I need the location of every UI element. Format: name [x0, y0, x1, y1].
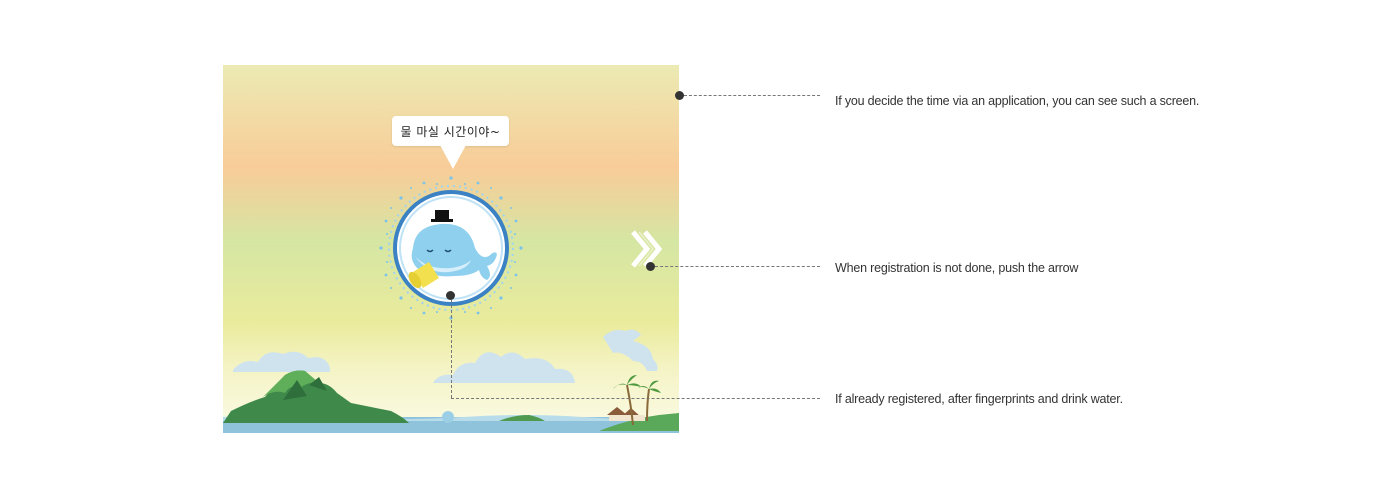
mascot-badge[interactable] [379, 176, 523, 325]
speech-bubble: 물 마실 시간이야~ [392, 116, 509, 146]
island-scenery [223, 329, 679, 433]
schedule-marker-dot [675, 91, 684, 100]
next-arrow-button[interactable] [631, 230, 665, 273]
drink-leader-line [451, 398, 820, 399]
arrow-leader-line [655, 266, 820, 267]
drink-marker-dot [446, 291, 455, 300]
schedule-note: If you decide the time via an applicatio… [835, 94, 1200, 108]
whale-mascot-icon [408, 210, 497, 289]
double-chevron-right-icon [631, 230, 663, 268]
drink-leader-vertical [451, 300, 452, 398]
app-screen: 물 마실 시간이야~ [223, 65, 679, 433]
arrow-note: When registration is not done, push the … [835, 261, 1079, 275]
speech-bubble-text: 물 마실 시간이야~ [400, 124, 501, 139]
drink-note: If already registered, after fingerprint… [835, 392, 1123, 406]
schedule-leader-line [684, 95, 820, 96]
speech-bubble-tail [440, 145, 466, 169]
arrow-marker-dot [646, 262, 655, 271]
